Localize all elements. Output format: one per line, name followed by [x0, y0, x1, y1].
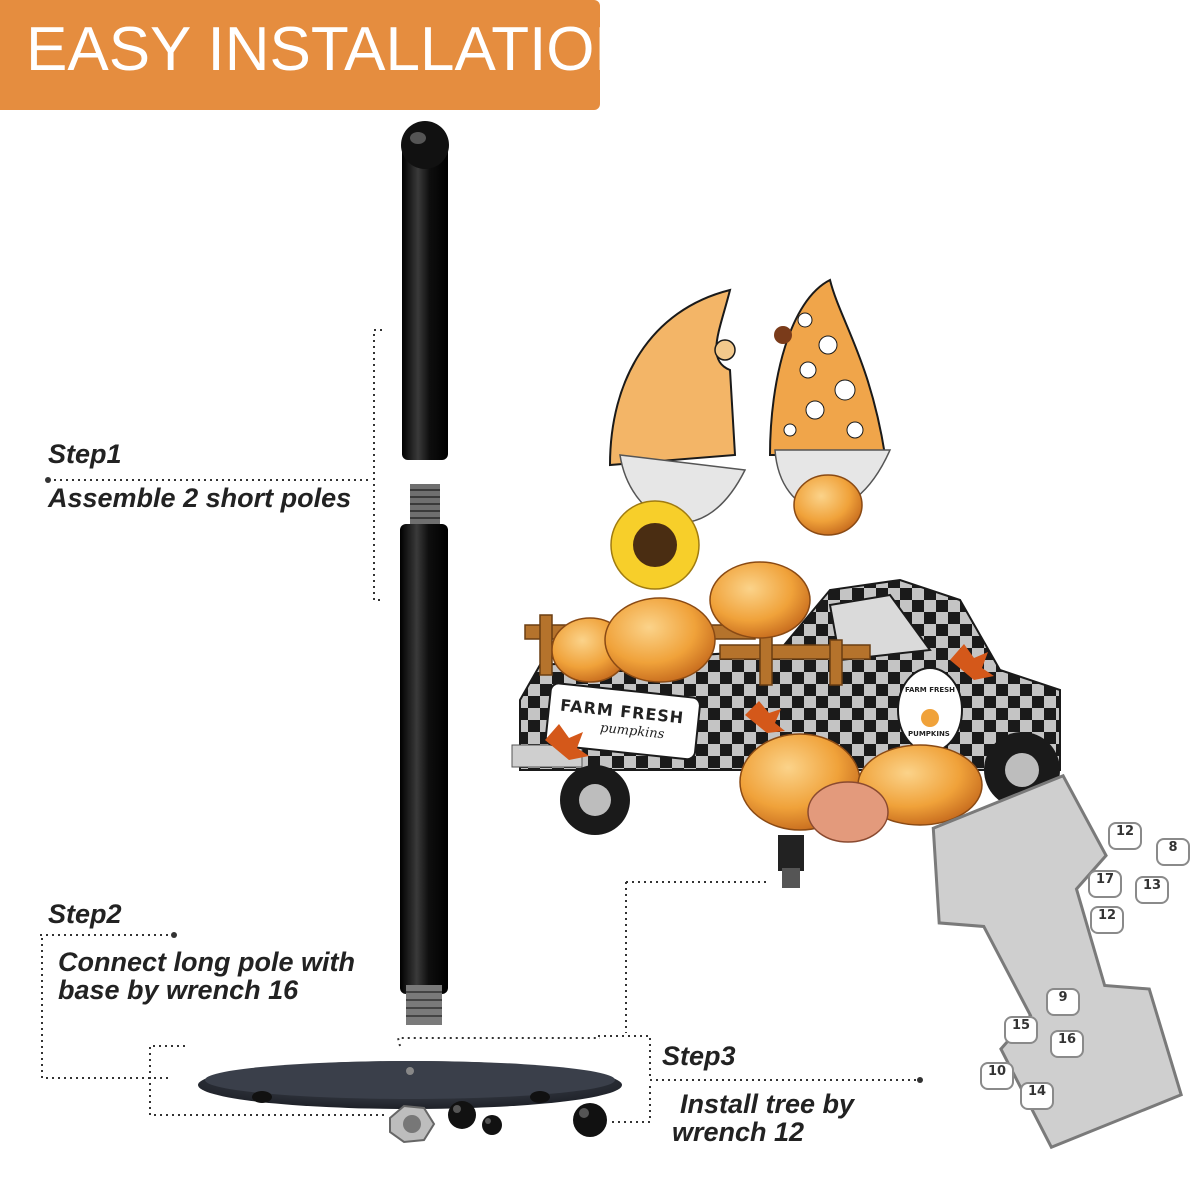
- step2-title: Step2: [48, 899, 122, 929]
- wrench-size-label: 15: [1004, 1016, 1038, 1044]
- wrench-size-label: 9: [1046, 988, 1080, 1016]
- rubber-feet-hardware: [448, 1101, 607, 1137]
- threaded-connector: [410, 484, 440, 528]
- step3-title: Step3: [662, 1041, 736, 1071]
- wrench-size-label: 17: [1088, 870, 1122, 898]
- step1-description: Assemble 2 short poles: [48, 483, 352, 513]
- step3-description-line2: wrench 12: [672, 1117, 805, 1147]
- top-short-pole: [401, 121, 449, 460]
- wrench-size-label: 12: [1090, 906, 1124, 934]
- long-pole: [400, 524, 448, 1025]
- title-banner: EASY INSTALLATION: [0, 0, 639, 110]
- wrench-size-label: 10: [980, 1062, 1014, 1090]
- wrench-size-label: 8: [1156, 838, 1190, 866]
- door-badge-subtext: PUMPKINS: [908, 730, 950, 738]
- gnome-truck-sign: [511, 278, 1061, 888]
- wrench-size-label: 14: [1020, 1082, 1054, 1110]
- leader-lines: [40, 329, 920, 1123]
- nut-hardware: [389, 1104, 436, 1144]
- step2-description-line1: Connect long pole with: [58, 947, 355, 977]
- wrench-size-label: 13: [1135, 876, 1169, 904]
- step2-description-line2: base by wrench 16: [58, 975, 299, 1005]
- door-badge-text: FARM FRESH: [905, 686, 956, 694]
- step1-title: Step1: [48, 439, 122, 469]
- banner-title: EASY INSTALLATION: [26, 15, 640, 84]
- base-plate: [198, 1061, 622, 1109]
- wrench-tool: [931, 773, 1184, 1150]
- wrench-size-label: 16: [1050, 1030, 1084, 1058]
- step3-description-line1: Install tree by: [680, 1089, 855, 1119]
- wrench-size-label: 12: [1108, 822, 1142, 850]
